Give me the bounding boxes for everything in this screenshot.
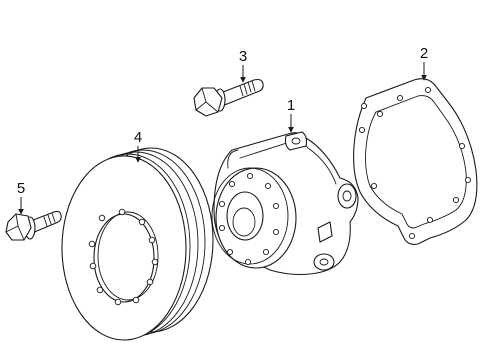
gasket-holes [358, 86, 472, 240]
pulley-bolt-part[interactable] [5, 210, 62, 241]
gasket-part[interactable] [353, 78, 478, 245]
callout-2-label: 2 [420, 45, 428, 62]
callout-1-label: 1 [287, 97, 295, 114]
pump-bolt-part[interactable] [193, 78, 264, 117]
callout-4-label: 4 [134, 129, 142, 146]
callout-5: 5 [17, 180, 25, 215]
callout-3: 3 [239, 48, 247, 83]
water-pump-part[interactable] [211, 131, 359, 276]
callout-2: 2 [420, 45, 428, 81]
pulley-bolt-holes [88, 208, 159, 306]
callout-3-label: 3 [239, 48, 247, 65]
callout-5-label: 5 [17, 180, 25, 197]
callout-1: 1 [287, 97, 295, 133]
callout-4: 4 [134, 129, 142, 163]
pulley-part[interactable] [61, 147, 214, 341]
pump-flange-holes [218, 172, 280, 266]
